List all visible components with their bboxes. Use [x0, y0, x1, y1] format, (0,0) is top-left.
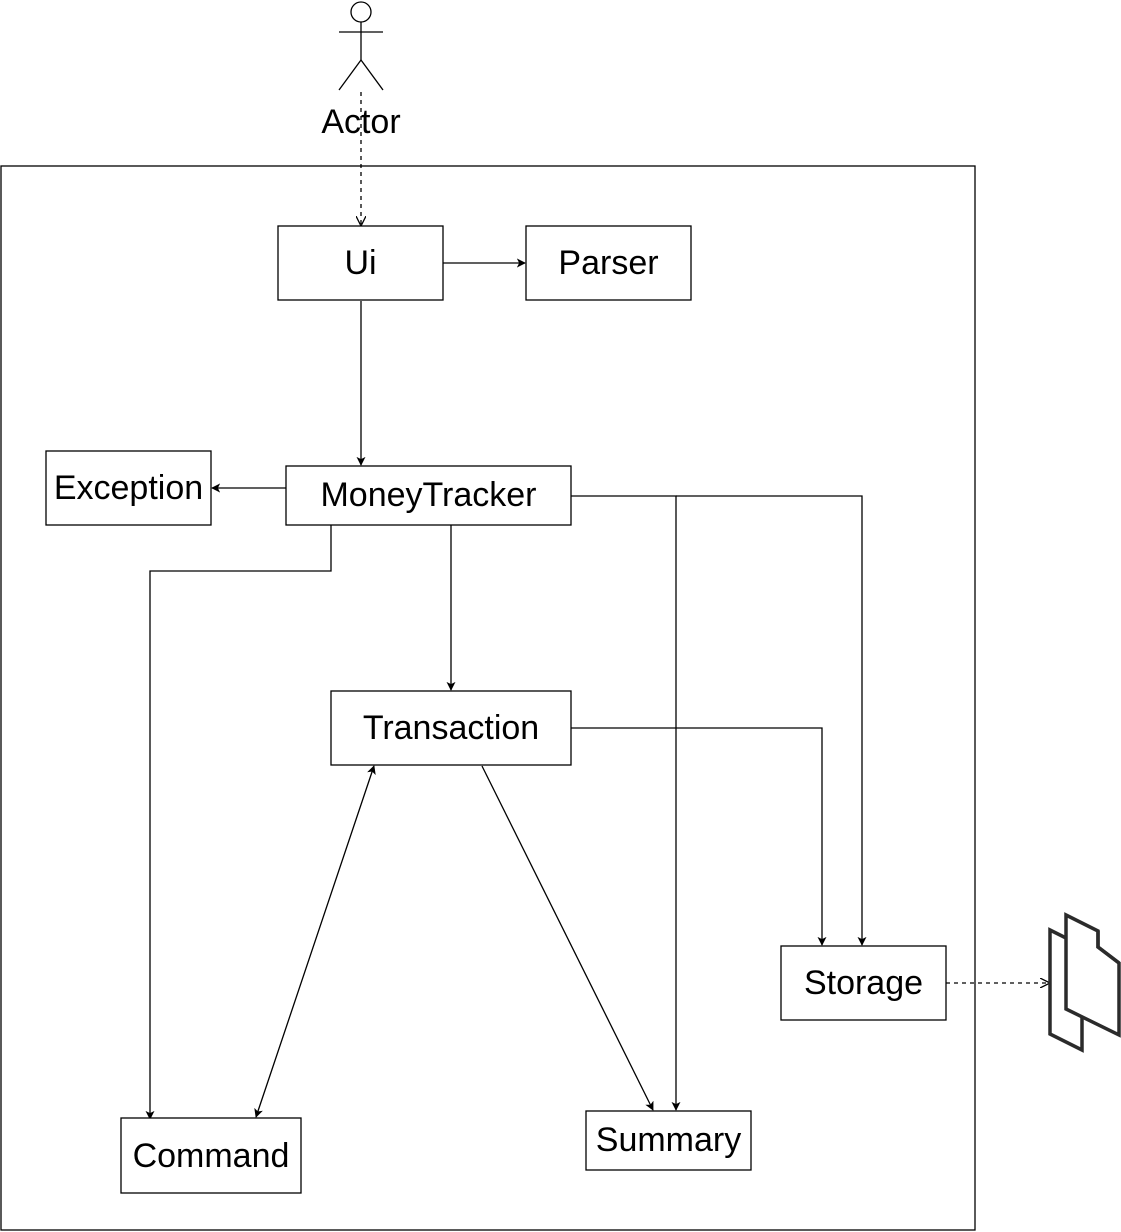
- node-storage-label: Storage: [804, 964, 923, 1002]
- actor-left-leg: [338, 59, 362, 91]
- edge-moneytracker-command: [145, 525, 332, 1120]
- system-boundary: [0, 165, 976, 1231]
- node-summary-label: Summary: [596, 1121, 741, 1159]
- edge-transaction-command: [254, 765, 376, 1118]
- node-transaction[interactable]: Transaction: [330, 690, 572, 766]
- node-storage[interactable]: Storage: [780, 945, 947, 1021]
- node-summary[interactable]: Summary: [585, 1110, 752, 1171]
- node-ui-label: Ui: [344, 244, 376, 282]
- node-parser[interactable]: Parser: [525, 225, 692, 301]
- node-command[interactable]: Command: [120, 1117, 302, 1194]
- node-parser-label: Parser: [558, 244, 658, 282]
- edge-transaction-summary: [481, 765, 654, 1111]
- actor-head: [350, 1, 372, 23]
- node-moneytracker[interactable]: MoneyTracker: [285, 465, 572, 526]
- node-ui[interactable]: Ui: [277, 225, 444, 301]
- actor[interactable]: Actor: [321, 1, 401, 141]
- node-exception[interactable]: Exception: [45, 450, 212, 526]
- node-command-label: Command: [133, 1137, 290, 1175]
- document-stack-icon: [1048, 912, 1121, 1053]
- node-exception-label: Exception: [54, 469, 203, 507]
- node-transaction-label: Transaction: [363, 709, 539, 747]
- edge-moneytracker-summary: [571, 495, 681, 1111]
- edge-transaction-storage: [571, 727, 827, 946]
- actor-right-leg: [360, 59, 384, 91]
- node-moneytracker-label: MoneyTracker: [320, 476, 536, 514]
- edge-moneytracker-storage: [676, 495, 867, 946]
